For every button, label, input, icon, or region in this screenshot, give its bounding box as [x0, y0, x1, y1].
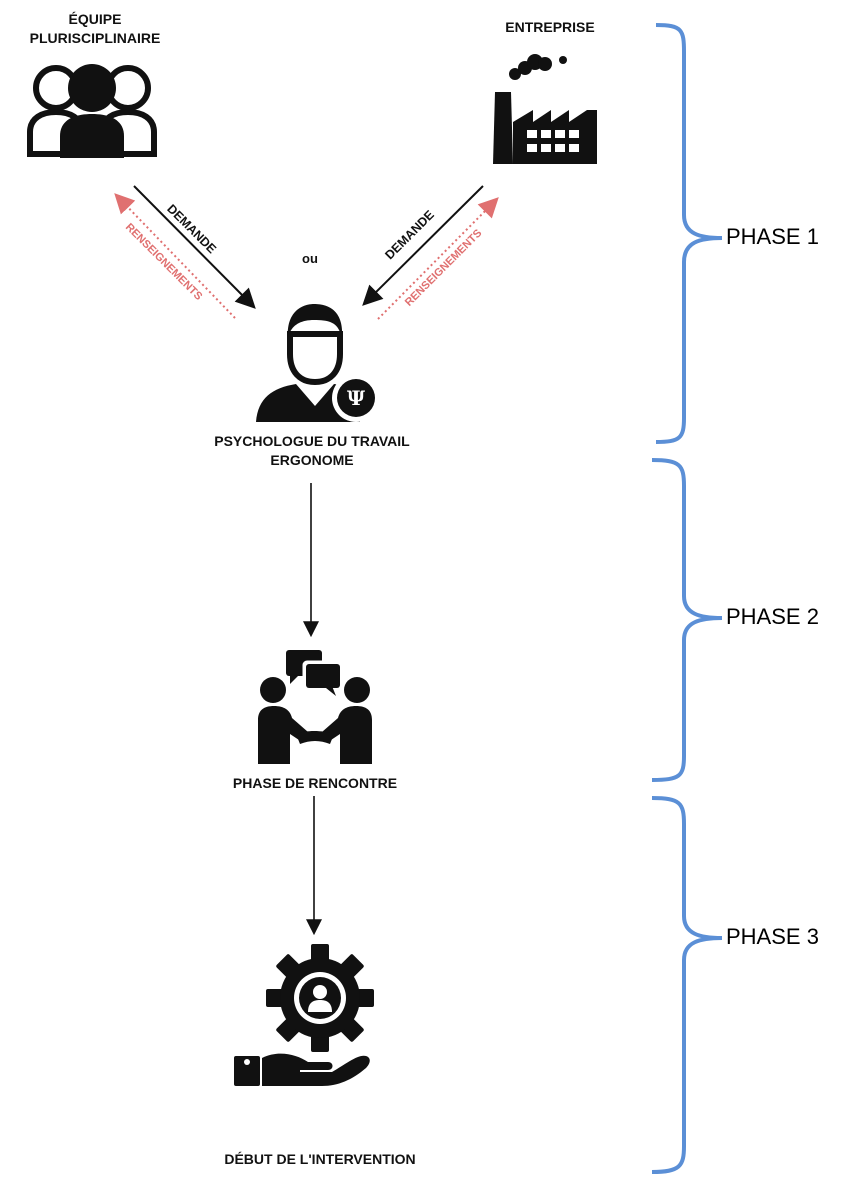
company-label: ENTREPRISE [505, 19, 595, 35]
phase-3-brace [651, 796, 723, 1174]
info-arrow-right [377, 197, 499, 320]
meeting-icon [258, 650, 372, 764]
phase-2-brace [651, 458, 723, 782]
team-label-line2: PLURISCIPLINAIRE [29, 29, 161, 46]
info-arrow-left [114, 193, 236, 319]
demand-arrow-right [362, 185, 484, 306]
start-label: DÉBUT DE L'INTERVENTION [224, 1151, 416, 1167]
phase-2-label: PHASE 2 [726, 604, 819, 629]
psychologist-label-line2: ERGONOME [270, 451, 354, 468]
phase-1-label: PHASE 1 [726, 224, 819, 249]
phase-3-label: PHASE 3 [726, 924, 819, 949]
factory-icon [493, 54, 597, 164]
gear-hand-icon [234, 944, 374, 1086]
svg-text:Ψ: Ψ [347, 386, 366, 410]
team-label-line1: ÉQUIPE [68, 11, 122, 27]
team-icon [27, 64, 157, 158]
demand-arrow-left [133, 185, 256, 309]
or-label: ou [302, 251, 318, 266]
psychologist-label-line1: PSYCHOLOGUE DU TRAVAIL [214, 433, 410, 449]
psychologist-icon: Ψ [256, 304, 380, 422]
phase-1-brace [655, 23, 723, 444]
meeting-label: PHASE DE RENCONTRE [232, 775, 398, 791]
